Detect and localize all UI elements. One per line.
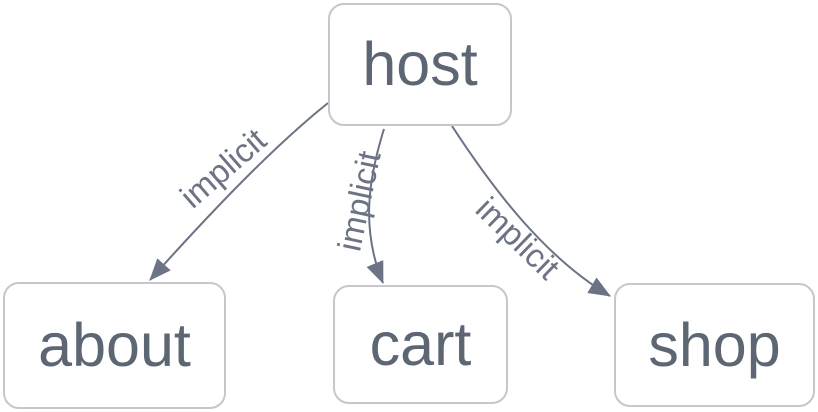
node-shop: shop bbox=[614, 283, 815, 407]
edge-host-shop bbox=[451, 125, 611, 297]
edge-host-about bbox=[149, 102, 329, 281]
node-about: about bbox=[3, 282, 226, 409]
edge-label-host-shop: implicit bbox=[469, 190, 567, 287]
node-cart-label: cart bbox=[369, 310, 472, 378]
edge-label-host-cart: implicit bbox=[330, 148, 387, 254]
edge-host-cart bbox=[366, 128, 385, 284]
node-host-label: host bbox=[362, 30, 478, 98]
node-about-label: about bbox=[38, 311, 191, 379]
node-host: host bbox=[328, 3, 512, 126]
node-shop-label: shop bbox=[648, 310, 781, 379]
node-cart: cart bbox=[333, 285, 508, 404]
